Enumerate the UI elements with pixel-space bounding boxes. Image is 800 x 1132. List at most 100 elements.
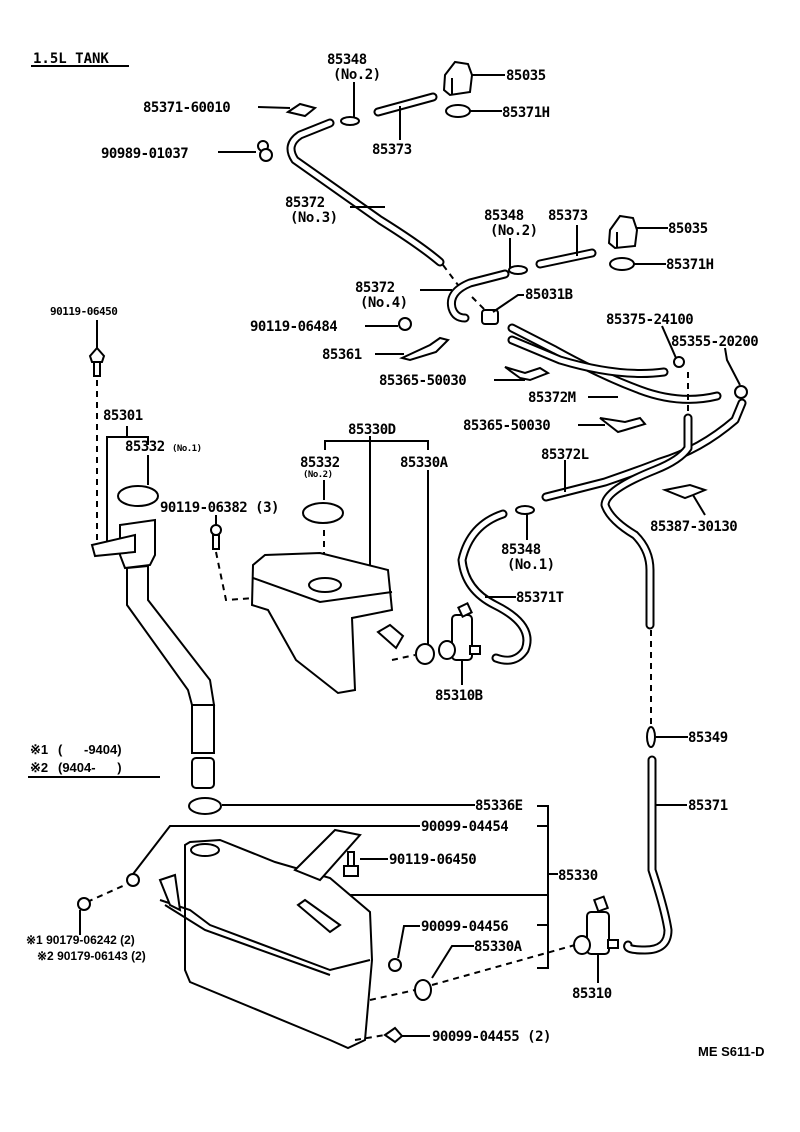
clamp-90989-01037 (257, 140, 273, 162)
connector-dash (431, 944, 576, 986)
clip-85371-60010 (285, 102, 318, 118)
label-85348-mid-sub: (No.2) (490, 223, 538, 239)
label-85310b: 85310B (435, 688, 483, 704)
label-85372m: 85372M (528, 390, 576, 406)
grommet-85330a-bot (414, 979, 432, 1001)
bolt-90119-06450-top (88, 346, 106, 377)
connector-dash (369, 989, 416, 1001)
clip-85365-50030-a (504, 366, 551, 382)
washer-tank-85330d (250, 551, 405, 695)
leader (492, 294, 524, 313)
legend-range-2: (9404- ) (58, 760, 122, 775)
clip-85365-50030-b (599, 416, 647, 434)
label-85330d: 85330D (348, 422, 396, 438)
label-85348-mid: 85348 (484, 208, 524, 224)
label-90179-06143: ※2 90179-06143 (2) (37, 949, 146, 963)
leader (397, 925, 420, 959)
label-85372-no3: 85372 (285, 195, 325, 211)
label-85035-top: 85035 (506, 68, 546, 84)
hose-85373-top (373, 92, 438, 117)
label-85332-no2: 85332 (300, 455, 340, 471)
legend-mark-1: ※1 (30, 742, 48, 757)
nut-90099-04454 (126, 873, 140, 887)
label-85361: 85361 (322, 347, 362, 363)
label-85372-no4-sub: (No.4) (360, 295, 408, 311)
label-90989-01037: 90989-01037 (101, 146, 188, 162)
hose-85372m (507, 323, 722, 404)
hose-85373-mid (535, 248, 597, 269)
legend-mark-2: ※2 (30, 760, 48, 775)
leader (431, 945, 474, 979)
label-90099-04456: 90099-04456 (421, 919, 508, 935)
connector-dash (354, 1034, 386, 1041)
label-85330: 85330 (558, 868, 598, 884)
bracket-leader (324, 440, 429, 450)
nozzle-85035-top (442, 60, 474, 97)
label-85348-top-sub: (No.2) (333, 67, 381, 83)
label-85387-30130: 85387-30130 (650, 519, 737, 535)
label-90099-04454: 90099-04454 (421, 819, 508, 835)
hose-85371t (457, 509, 532, 665)
label-85365-50030-b: 85365-50030 (463, 418, 550, 434)
diagram-title: 1.5L TANK (33, 51, 109, 67)
label-90099-04455: 90099-04455 (2) (432, 1029, 551, 1045)
grommet-85371h-top (445, 104, 471, 118)
joint-85348-no1 (515, 505, 535, 515)
label-85371: 85371 (688, 798, 728, 814)
pump-85310b (438, 602, 481, 661)
label-85332-no1: 85332 (125, 439, 165, 455)
clip-85387-30130 (661, 483, 708, 500)
grommet-85371h-mid (609, 257, 635, 271)
hose-85372-no4 (446, 269, 510, 323)
hose-85372l (541, 398, 747, 630)
label-90119-06450-bot: 90119-06450 (389, 852, 476, 868)
legend: ※1 ( -9404) ※2 (9404- ) (28, 742, 160, 778)
label-85035-mid: 85035 (668, 221, 708, 237)
leader (257, 106, 291, 109)
grommet-85336e (188, 797, 222, 815)
connector-dash (391, 654, 416, 661)
label-85031b: 85031B (525, 287, 573, 303)
label-90119-06450-top: 90119-06450 (50, 305, 117, 318)
bracket-85330 (537, 805, 549, 969)
hose-85372-no3 (286, 118, 445, 267)
hose-85371 (623, 755, 673, 955)
label-85349: 85349 (688, 730, 728, 746)
label-90119-06484: 90119-06484 (250, 319, 337, 335)
label-85336e: 85336E (475, 798, 523, 814)
joint-85348-mid (508, 265, 528, 275)
label-85301: 85301 (103, 408, 143, 424)
bolt-90119-06382 (210, 524, 222, 550)
label-85372-no3-sub: (No.3) (290, 210, 338, 226)
label-90119-06382: 90119-06382 (3) (160, 500, 279, 516)
washer-tank-85330 (158, 828, 374, 1050)
label-85372-no4: 85372 (355, 280, 395, 296)
joint-85348-top (340, 116, 360, 126)
label-85330a-top: 85330A (400, 455, 449, 471)
label-85348-no1-sub: (No.1) (507, 557, 555, 573)
cap-85332-no2 (302, 502, 344, 524)
grommet-85330a-top (415, 643, 435, 665)
label-85332-no2-sub: (No.2) (303, 470, 333, 480)
label-85310: 85310 (572, 986, 612, 1002)
connector-dash (471, 296, 486, 311)
label-90179-06242: ※1 90179-06242 (2) (26, 933, 135, 947)
leader (724, 347, 741, 386)
leader (661, 325, 677, 359)
legend-range-1: ( -9404) (58, 742, 122, 757)
bolt-90119-06484 (398, 317, 412, 331)
valve-85355-20200 (734, 385, 748, 399)
connector-dash (442, 264, 459, 286)
tee-85375-24100 (673, 356, 685, 368)
label-85373-top: 85373 (372, 142, 412, 158)
label-85372l: 85372L (541, 447, 589, 463)
cap-85332-no1 (117, 485, 159, 507)
joint-85349 (646, 726, 656, 748)
check-valve-85031b (481, 309, 499, 325)
label-85371t: 85371T (516, 590, 564, 606)
label-85371h-mid: 85371H (666, 257, 714, 273)
nozzle-85035-mid (607, 214, 639, 250)
label-85373-mid: 85373 (548, 208, 588, 224)
connector-dash (86, 884, 126, 903)
